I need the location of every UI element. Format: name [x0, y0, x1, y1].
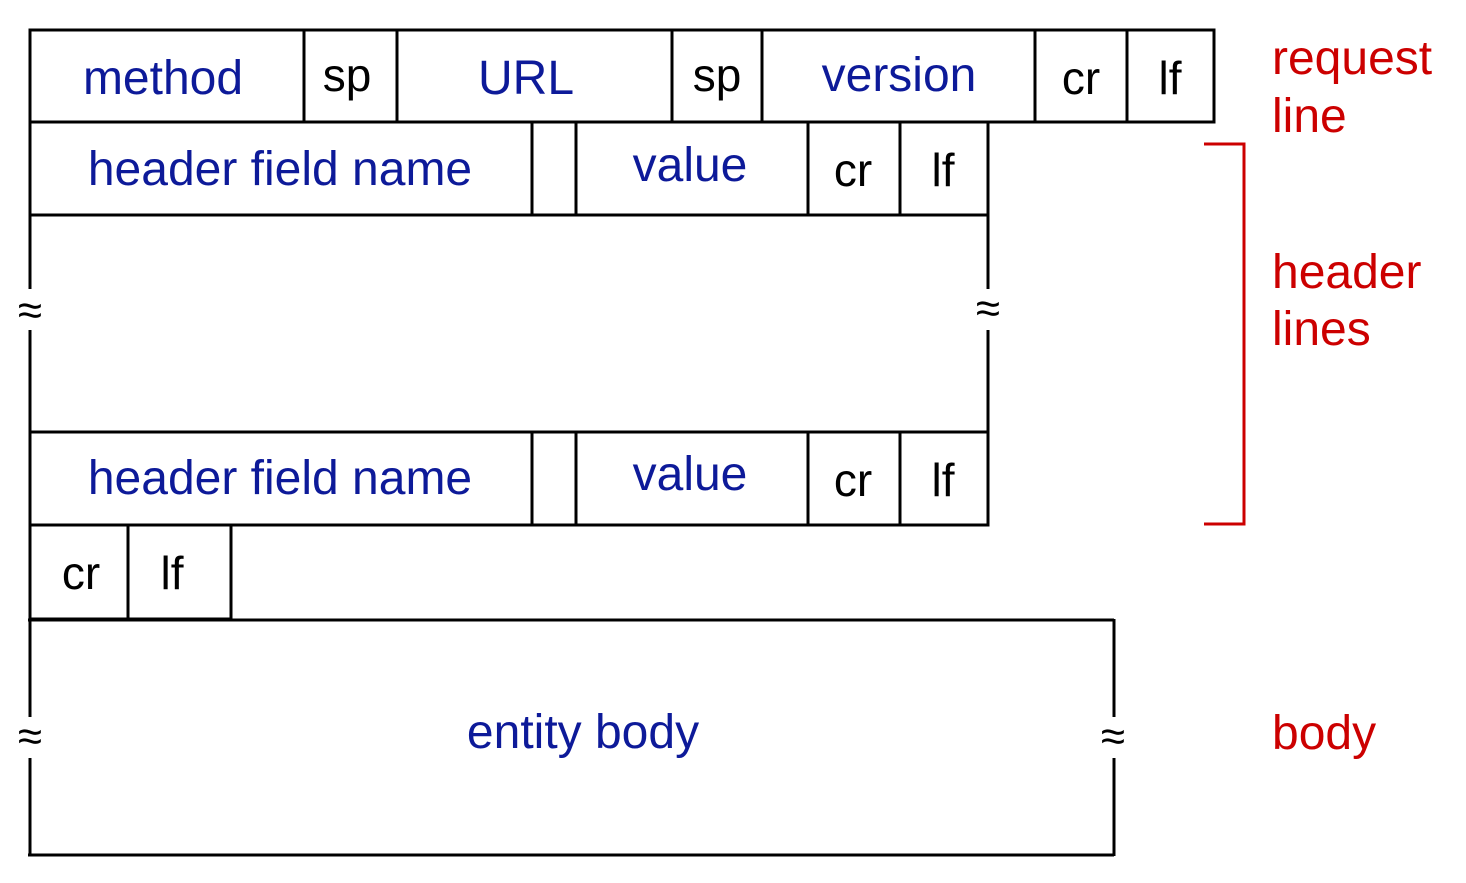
header-lines-annotation: lines: [1272, 303, 1371, 356]
body-annotation: body: [1272, 707, 1376, 760]
header-line-row-2: header field name value cr lf: [28, 430, 990, 527]
method-field: method: [83, 52, 243, 105]
version-field: version: [822, 49, 977, 102]
blank-line-frame: [28, 523, 233, 621]
header-lines-annotation: header: [1272, 246, 1421, 299]
cr-field: cr: [1062, 52, 1100, 104]
break-symbol-left: ≈: [18, 712, 42, 761]
header-field-name: header field name: [88, 143, 472, 196]
cr-field: cr: [834, 144, 872, 196]
sp-field-1: sp: [323, 49, 372, 101]
request-line-annotation: line: [1272, 90, 1347, 143]
request-line-annotation: request: [1272, 32, 1432, 85]
request-line-frame: [28, 28, 1216, 124]
elided-header-lines: ≈ ≈: [18, 215, 1000, 432]
blank-line-row: cr lf: [28, 523, 233, 621]
request-line-row: method sp URL sp version cr lf: [28, 28, 1216, 124]
cr-field: cr: [62, 547, 100, 599]
header-field-name: header field name: [88, 452, 472, 505]
cr-field: cr: [834, 454, 872, 506]
entity-body-block: ≈ ≈ entity body: [18, 618, 1125, 857]
lf-field: lf: [1159, 52, 1182, 104]
header-value: value: [633, 139, 748, 192]
header-lines-bracket: [1204, 142, 1246, 526]
break-symbol-right: ≈: [976, 284, 1000, 333]
header-line-frame: [28, 430, 990, 527]
sp-field-2: sp: [693, 49, 742, 101]
header-value: value: [633, 448, 748, 501]
header-line-row-1: header field name value cr lf: [28, 120, 990, 217]
lf-field: lf: [161, 547, 184, 599]
side-annotations: request line header lines body: [1204, 32, 1432, 760]
break-symbol-right: ≈: [1101, 712, 1125, 761]
url-field: URL: [478, 52, 574, 105]
entity-body-label: entity body: [467, 706, 699, 759]
header-line-frame: [28, 120, 990, 217]
lf-field: lf: [932, 144, 955, 196]
break-symbol-left: ≈: [18, 286, 42, 335]
lf-field: lf: [932, 454, 955, 506]
